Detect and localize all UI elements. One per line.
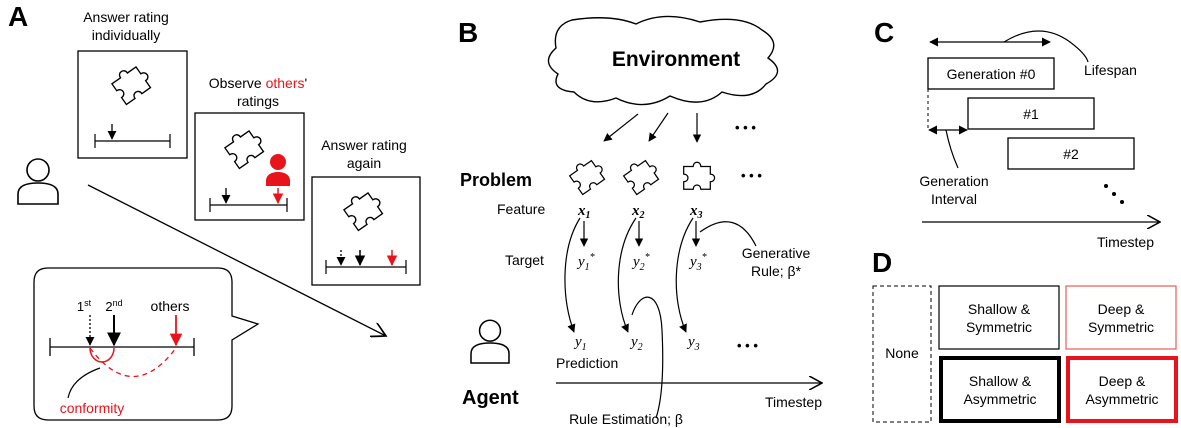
step2-label-line1: Observe others' — [209, 75, 307, 91]
conformity-bubble — [33, 267, 260, 421]
prediction-ellipsis: • • • — [737, 338, 758, 353]
step1-card — [77, 50, 188, 159]
generative-rule-pointer — [699, 221, 757, 247]
step2-label-line2: ratings — [237, 93, 279, 109]
environment-label: Environment — [612, 48, 740, 71]
problem1-puzzle-icon — [566, 154, 609, 196]
generation-1-bar — [967, 97, 1095, 130]
x1-label: x1 — [577, 203, 591, 221]
panel-b-timestep-label: Timestep — [765, 394, 822, 410]
generative-rule-line2: Rule; β* — [751, 263, 802, 279]
shallow-asymmetric-cell — [939, 356, 1061, 423]
generative-rule-line1: Generative — [742, 245, 811, 261]
panel-c-letter: C — [874, 17, 894, 48]
panel-b: B Environment • • • Problem • • • Featur… — [458, 15, 822, 427]
panel-a: A Answer rating individually Observe oth… — [8, 1, 421, 421]
step1-label-line1: Answer rating — [83, 9, 169, 25]
x2-label: x2 — [631, 203, 645, 221]
generation-0-bar — [927, 57, 1055, 90]
rule-estimation-pointer — [631, 296, 664, 419]
continuation-dot-2 — [1112, 192, 1116, 196]
step3-label-line1: Answer rating — [321, 137, 407, 153]
problem-label: Problem — [460, 170, 532, 190]
generation-interval-pointer — [945, 129, 959, 169]
deep-symmetric-cell — [1065, 285, 1177, 350]
deep-symmetric-line2: Symmetric — [1088, 319, 1154, 335]
generation-0-label: Generation #0 — [947, 66, 1036, 82]
env-ellipsis: • • • — [735, 120, 756, 135]
x1-to-prediction-arrow — [564, 217, 581, 333]
shallow-asymmetric-line2: Asymmetric — [963, 391, 1036, 407]
generation-2-bar — [1007, 137, 1135, 170]
panel-d-letter: D — [872, 247, 892, 278]
conformity-pointer — [67, 367, 101, 399]
x2-to-prediction-arrow — [617, 217, 637, 333]
generation-1-label: #1 — [1023, 106, 1039, 122]
panel-d: D None Shallow & Symmetric Deep & Symmet… — [872, 247, 1178, 423]
panel-a-letter: A — [8, 1, 28, 32]
problem-ellipsis: • • • — [741, 168, 762, 183]
prediction-label: Prediction — [556, 355, 618, 371]
x3-label: x3 — [689, 203, 703, 221]
step2-card — [194, 112, 305, 221]
panel-c-timestep-label: Timestep — [1097, 234, 1154, 250]
problem3-puzzle-icon — [683, 161, 716, 190]
step1-label-line2: individually — [92, 27, 160, 43]
y3-label: y3 — [686, 334, 700, 353]
rule-estimation-label: Rule Estimation; β — [569, 411, 683, 427]
generation-2-label: #2 — [1063, 146, 1079, 162]
continuation-dot-1 — [1104, 184, 1108, 188]
agent-person-icon — [470, 319, 510, 364]
shallow-asymmetric-line1: Shallow & — [969, 373, 1032, 389]
conformity-arc-dashed — [89, 347, 177, 378]
generation-interval-line1: Generation — [919, 173, 988, 189]
step3-card — [311, 176, 421, 286]
none-cell — [872, 285, 932, 423]
deep-asymmetric-cell — [1066, 356, 1178, 423]
bubble-conformity-label: conformity — [60, 400, 125, 416]
deep-asymmetric-line1: Deep & — [1099, 373, 1146, 389]
others-person-icon — [266, 154, 290, 186]
panel-b-letter: B — [458, 17, 478, 48]
y1-label: y1 — [573, 334, 587, 353]
generation-interval-line2: Interval — [931, 191, 977, 207]
shallow-symmetric-line2: Symmetric — [966, 319, 1032, 335]
participant-person-icon — [17, 158, 59, 205]
agent-label: Agent — [462, 387, 519, 409]
step3-label-line2: again — [347, 155, 381, 171]
shallow-symmetric-line1: Shallow & — [968, 301, 1031, 317]
y1-star-label: y1* — [576, 252, 595, 273]
feature-label: Feature — [497, 201, 545, 217]
environment-cloud — [547, 15, 779, 106]
x3-to-prediction-arrow — [675, 217, 694, 333]
deep-asymmetric-line2: Asymmetric — [1085, 391, 1158, 407]
deep-symmetric-line1: Deep & — [1098, 301, 1145, 317]
y2-star-label: y2* — [631, 252, 650, 273]
panel-c: C Lifespan Generation #0 #1 #2 Generatio… — [874, 17, 1160, 250]
target-label: Target — [505, 252, 544, 268]
continuation-dot-3 — [1120, 200, 1124, 204]
lifespan-pointer — [1003, 30, 1089, 63]
problem2-puzzle-icon — [620, 154, 663, 196]
lifespan-label: Lifespan — [1084, 62, 1137, 78]
env-arrow-2 — [648, 112, 669, 142]
y2-label: y2 — [629, 334, 643, 353]
bubble-second-label: 2nd — [105, 298, 122, 314]
y3-star-label: y3* — [688, 252, 707, 273]
bubble-first-label: 1st — [77, 298, 92, 314]
none-label: None — [885, 345, 919, 361]
time-flow-arrow — [87, 184, 386, 336]
env-arrow-1 — [603, 113, 639, 142]
shallow-symmetric-cell — [938, 285, 1060, 350]
bubble-others-label: others — [151, 298, 190, 314]
